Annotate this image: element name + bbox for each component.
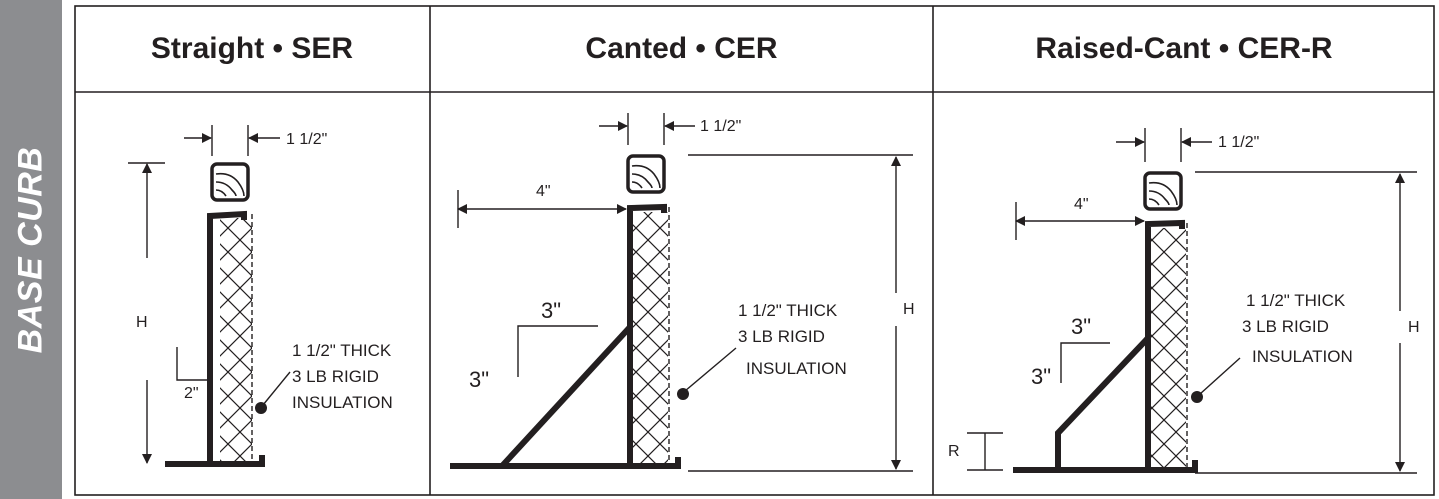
insulation-line-2: 3 LB RIGID bbox=[1242, 317, 1329, 336]
slope-rise-label: 3" bbox=[469, 367, 489, 392]
width-label: 1 1/2" bbox=[286, 131, 327, 148]
panel-straight-drawing: 1 1/2" H 2" 1 1/2" THICK 3 LB RIGID INSU… bbox=[128, 125, 393, 467]
curb-profile bbox=[627, 203, 667, 466]
insulation-line-3: INSULATION bbox=[292, 393, 393, 412]
height-label: H bbox=[1408, 319, 1420, 336]
side-banner: BASE CURB bbox=[0, 0, 62, 499]
panel-title-canted: Canted • CER bbox=[585, 32, 778, 65]
panel-title-raised-cant: Raised-Cant • CER-R bbox=[1035, 32, 1333, 65]
slope-run-label: 3" bbox=[1071, 314, 1091, 339]
panel-raised-cant-drawing: 1 1/2" 4" 3" 3" R 1 1/2" THICK 3 LB RIGI… bbox=[948, 128, 1420, 474]
height-label: H bbox=[903, 301, 915, 318]
slope-run-label: 3" bbox=[541, 298, 561, 323]
width-label: 1 1/2" bbox=[1218, 134, 1259, 151]
nailer-block-icon bbox=[1143, 171, 1183, 211]
cant-width-label: 4" bbox=[536, 183, 551, 200]
curb-profile bbox=[207, 210, 247, 464]
offset-label: 2" bbox=[184, 385, 199, 402]
raise-label: R bbox=[948, 443, 960, 460]
width-label: 1 1/2" bbox=[700, 118, 741, 135]
insulation-line-3: INSULATION bbox=[746, 359, 847, 378]
cant-width-label: 4" bbox=[1074, 196, 1089, 213]
panel-canted-drawing: 1 1/2" 4" 3" 3" 1 1/2" THICK 3 LB RIGID … bbox=[450, 113, 915, 472]
insulation-line-2: 3 LB RIGID bbox=[292, 367, 379, 386]
nailer-block-icon bbox=[626, 154, 666, 194]
insulation-hatch bbox=[1150, 228, 1186, 468]
insulation-line-1: 1 1/2" THICK bbox=[1246, 291, 1346, 310]
table-grid bbox=[74, 5, 1435, 496]
insulation-line-1: 1 1/2" THICK bbox=[292, 341, 392, 360]
insulation-hatch bbox=[632, 212, 668, 466]
curb-profile bbox=[1145, 219, 1185, 468]
panel-title-straight: Straight • SER bbox=[150, 32, 354, 65]
insulation-line-2: 3 LB RIGID bbox=[738, 327, 825, 346]
insulation-hatch bbox=[220, 218, 252, 464]
insulation-line-3: INSULATION bbox=[1252, 347, 1353, 366]
insulation-line-1: 1 1/2" THICK bbox=[738, 301, 838, 320]
nailer-block-icon bbox=[210, 162, 250, 202]
height-label: H bbox=[136, 314, 148, 331]
slope-rise-label: 3" bbox=[1031, 364, 1051, 389]
